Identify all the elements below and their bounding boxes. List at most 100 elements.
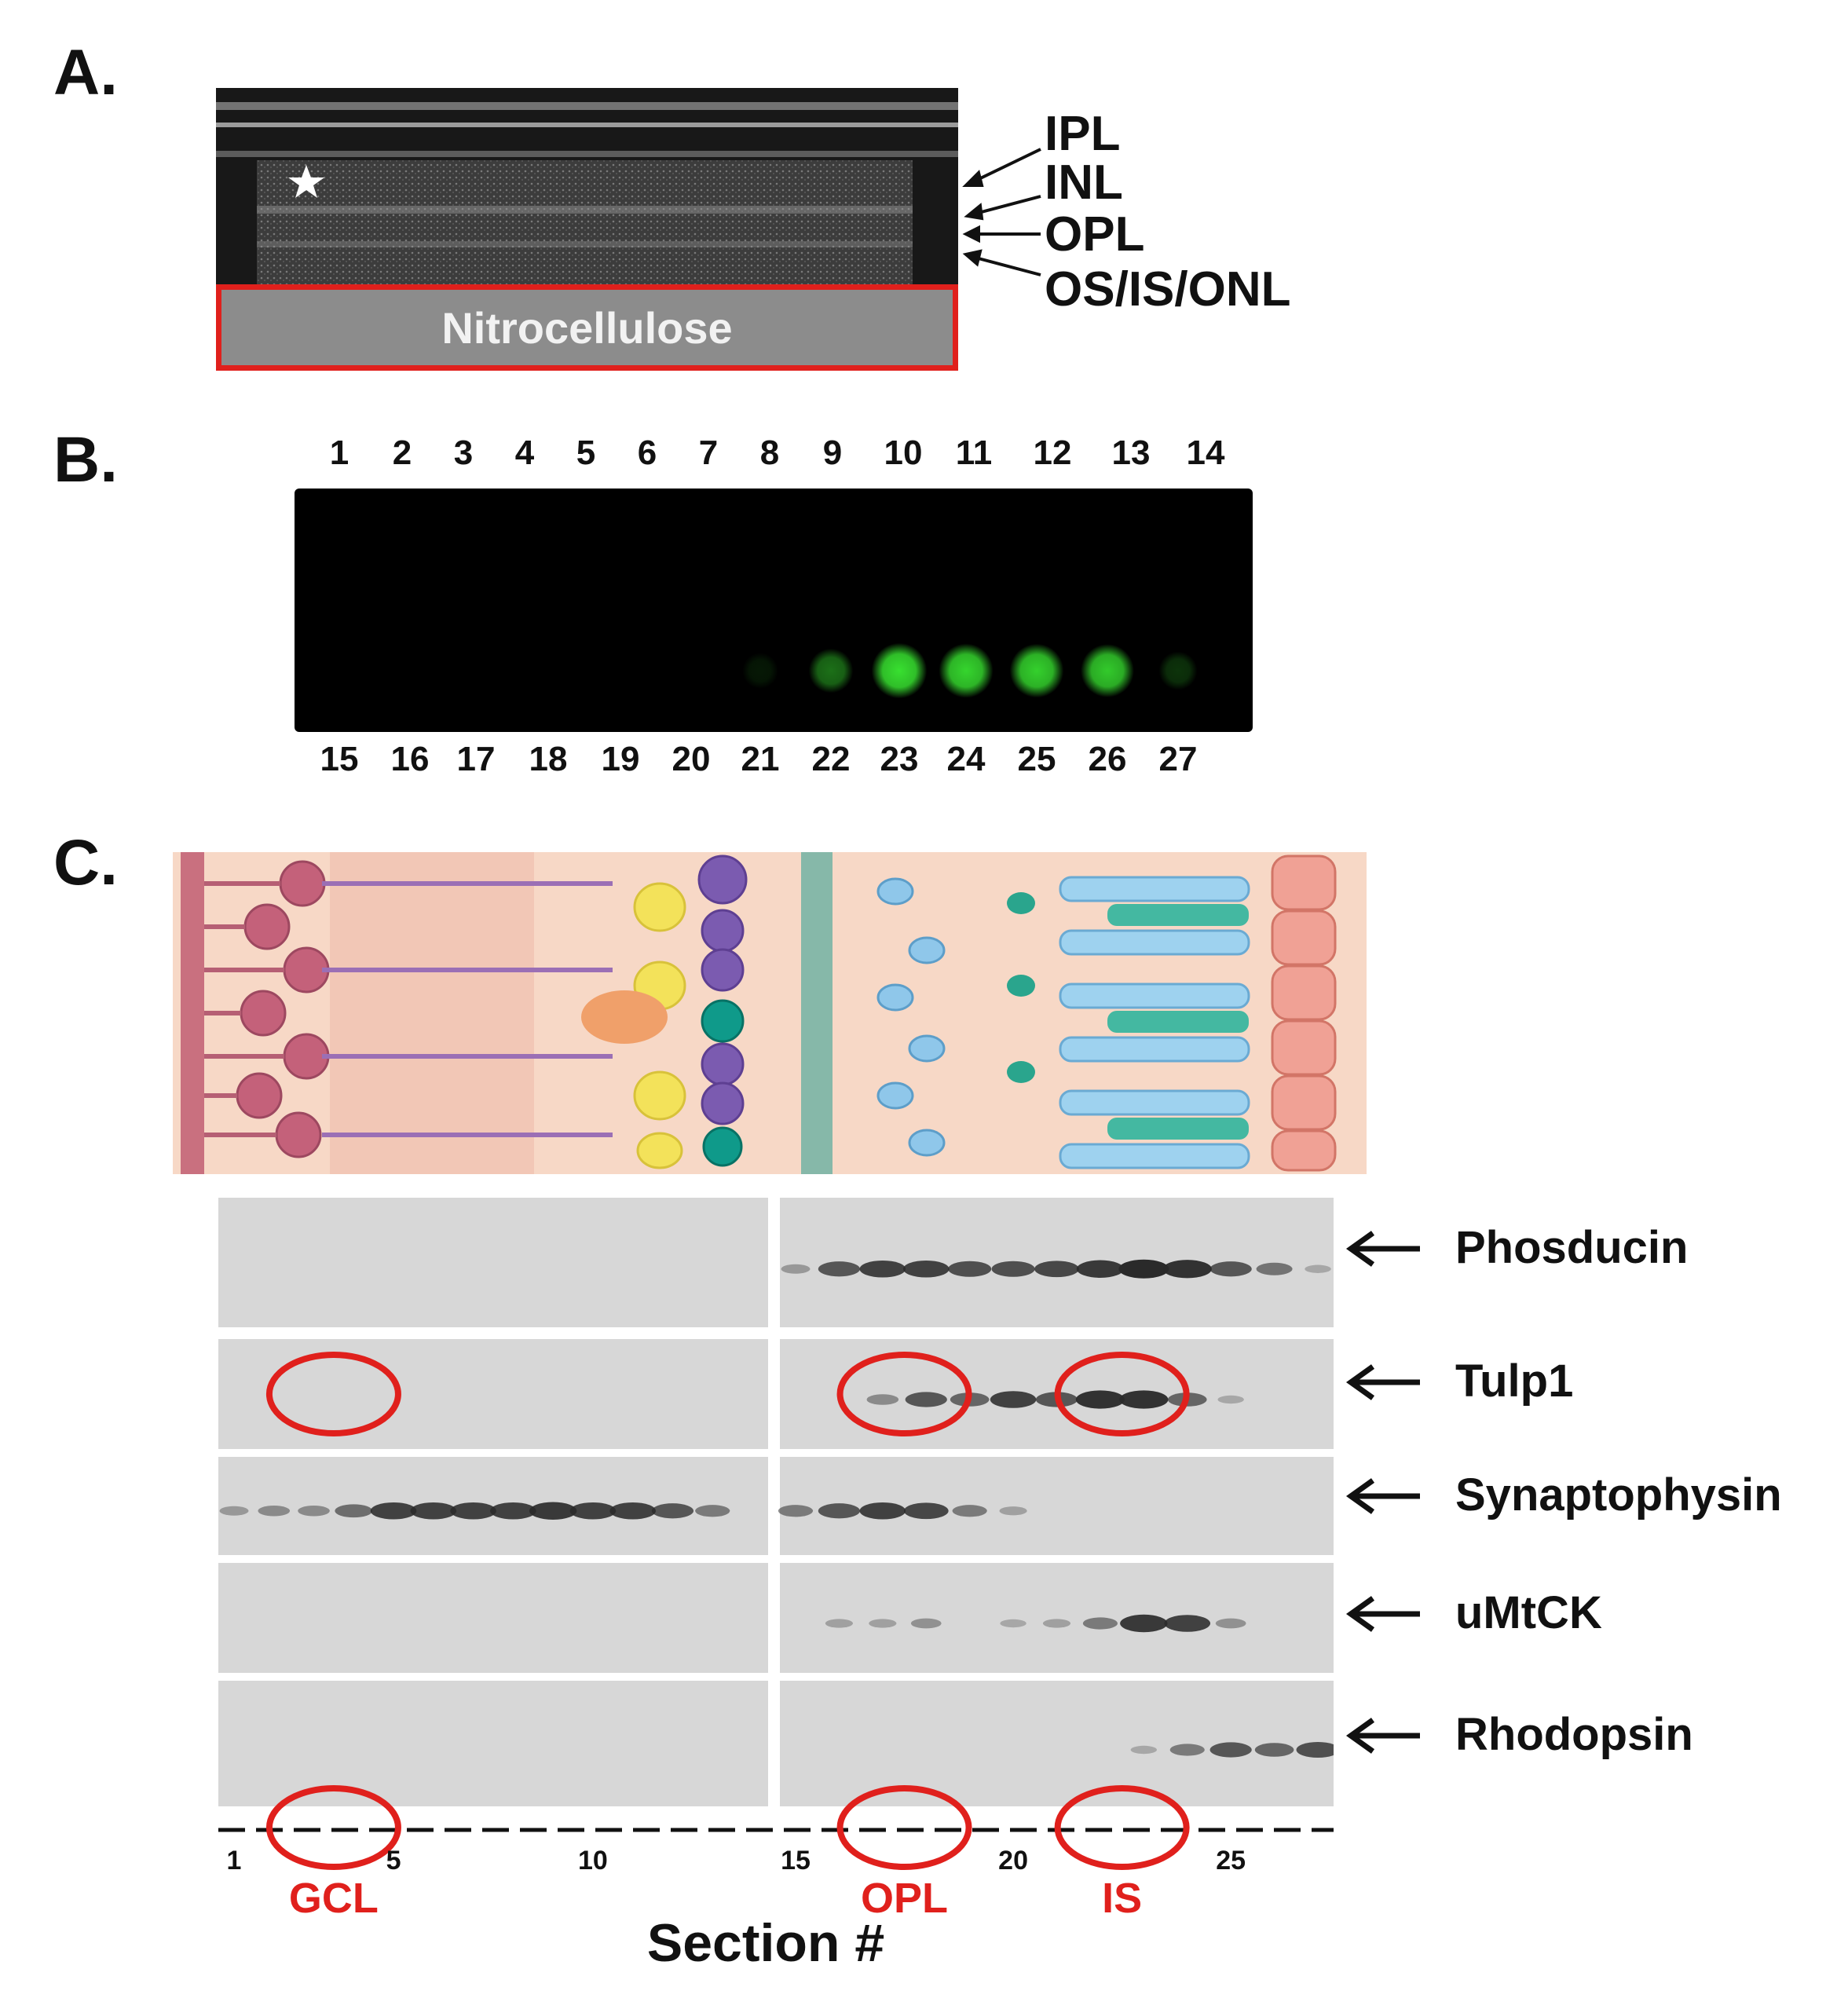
band-synaptophysin-section-11 [609, 1502, 656, 1520]
region-label-gcl: GCL [288, 1875, 379, 1922]
blot-strip-rhodopsin [218, 1681, 1340, 1806]
lane-number-15: 15 [320, 740, 359, 778]
band-umtck-section-18 [910, 1618, 942, 1629]
blot-strip-left [218, 1681, 768, 1806]
highlight-circle-gcl-0 [265, 1352, 401, 1436]
axis-tick-1: 1 [226, 1846, 242, 1875]
band-synaptophysin-section-19 [952, 1505, 987, 1517]
lane-number-12: 12 [1033, 434, 1072, 472]
protein-label-rhodopsin: Rhodopsin [1455, 1709, 1693, 1760]
panel-b-letter: B. [53, 424, 118, 496]
band-phosducin-section-22 [1076, 1260, 1125, 1278]
band-phosducin-section-20 [991, 1261, 1035, 1277]
lane-number-2: 2 [392, 434, 412, 472]
lane-number-14: 14 [1186, 434, 1225, 472]
band-phosducin-section-15 [781, 1264, 811, 1274]
band-phosducin-section-26 [1256, 1262, 1293, 1275]
band-phosducin-section-25 [1209, 1261, 1252, 1277]
protein-label-umtck: uMtCK [1455, 1587, 1602, 1638]
dot-spot-lane-24 [939, 643, 994, 698]
lane-number-6: 6 [637, 434, 657, 472]
band-phosducin-section-24 [1162, 1260, 1212, 1279]
band-umtck-section-16 [825, 1619, 854, 1628]
dot-blot-membrane [295, 489, 1253, 732]
highlight-circle-opl-0 [836, 1352, 972, 1436]
band-synaptophysin-section-7 [450, 1502, 496, 1520]
layer-label-inl: INL [1045, 156, 1123, 210]
axis-tick-5: 5 [386, 1846, 401, 1875]
retina-schematic [173, 836, 1367, 1190]
dot-spot-lane-21 [742, 653, 778, 689]
lane-number-4: 4 [514, 434, 535, 472]
lane-number-9: 9 [822, 434, 843, 472]
lane-number-25: 25 [1017, 740, 1056, 778]
band-phosducin-section-16 [818, 1261, 861, 1277]
layer-label-opl: OPL [1045, 207, 1145, 262]
blot-strip-left [218, 1198, 768, 1327]
band-synaptophysin-section-17 [859, 1502, 906, 1520]
panel-a-letter: A. [53, 37, 118, 108]
band-phosducin-section-27 [1305, 1264, 1331, 1273]
band-phosducin-section-21 [1034, 1261, 1079, 1278]
lane-number-27: 27 [1158, 740, 1198, 778]
axis-tick-10: 10 [578, 1846, 608, 1875]
lane-number-23: 23 [880, 740, 919, 778]
band-synaptophysin-section-5 [370, 1502, 417, 1520]
lane-number-11: 11 [955, 434, 993, 472]
arrow-umtck [1345, 1596, 1420, 1632]
band-synaptophysin-section-12 [651, 1503, 694, 1519]
band-rhodopsin-section-24 [1169, 1744, 1205, 1756]
region-label-opl: OPL [861, 1875, 949, 1922]
band-synaptophysin-section-2 [258, 1505, 291, 1517]
lane-number-22: 22 [811, 740, 851, 778]
axis-tick-20: 20 [998, 1846, 1028, 1875]
lane-number-26: 26 [1088, 740, 1127, 778]
lane-number-20: 20 [672, 740, 711, 778]
band-phosducin-section-17 [859, 1260, 906, 1278]
arrow-rhodopsin [1345, 1718, 1420, 1754]
lane-number-17: 17 [456, 740, 496, 778]
dot-blot-spots [742, 642, 1198, 699]
band-umtck-section-20 [1000, 1619, 1026, 1628]
band-umtck-section-25 [1215, 1618, 1246, 1629]
axis-tick-15: 15 [781, 1846, 811, 1875]
band-umtck-section-23 [1120, 1614, 1168, 1633]
band-synaptophysin-section-8 [490, 1502, 536, 1520]
axis-tick-25: 25 [1216, 1846, 1246, 1875]
blot-strip-right [780, 1563, 1334, 1673]
blot-strip-phosducin [218, 1198, 1334, 1327]
band-synaptophysin-section-1 [219, 1506, 249, 1516]
retina-micrograph [216, 88, 958, 284]
nitrocellulose-box: Nitrocellulose [216, 284, 958, 371]
band-umtck-section-24 [1164, 1615, 1211, 1632]
dot-spot-lane-22 [808, 648, 854, 693]
band-synaptophysin-section-3 [298, 1505, 330, 1517]
band-rhodopsin-section-26 [1254, 1743, 1294, 1757]
band-rhodopsin-section-25 [1209, 1742, 1252, 1758]
band-synaptophysin-section-4 [335, 1504, 373, 1518]
band-synaptophysin-section-6 [410, 1502, 457, 1520]
band-tulp1-section-20 [990, 1391, 1037, 1408]
lane-number-21: 21 [741, 740, 780, 778]
highlight-circle-is-0 [1054, 1352, 1190, 1436]
panel-c-letter: C. [53, 827, 118, 898]
blot-strip-left [218, 1563, 768, 1673]
band-synaptophysin-section-9 [529, 1502, 577, 1520]
band-phosducin-section-23 [1118, 1259, 1169, 1279]
band-rhodopsin-section-27 [1296, 1742, 1340, 1758]
protein-label-phosducin: Phosducin [1455, 1222, 1689, 1273]
star-marker [288, 165, 324, 198]
axis-title: Section # [646, 1913, 885, 1973]
band-phosducin-section-18 [902, 1260, 950, 1278]
band-synaptophysin-section-10 [569, 1502, 617, 1520]
lane-number-24: 24 [946, 740, 986, 778]
lane-number-13: 13 [1111, 434, 1151, 472]
band-tulp1-section-25 [1217, 1395, 1244, 1404]
lane-number-10: 10 [884, 434, 923, 472]
protein-label-tulp1: Tulp1 [1455, 1356, 1574, 1407]
dot-spot-lane-26 [1081, 644, 1134, 697]
lane-number-1: 1 [329, 434, 349, 472]
